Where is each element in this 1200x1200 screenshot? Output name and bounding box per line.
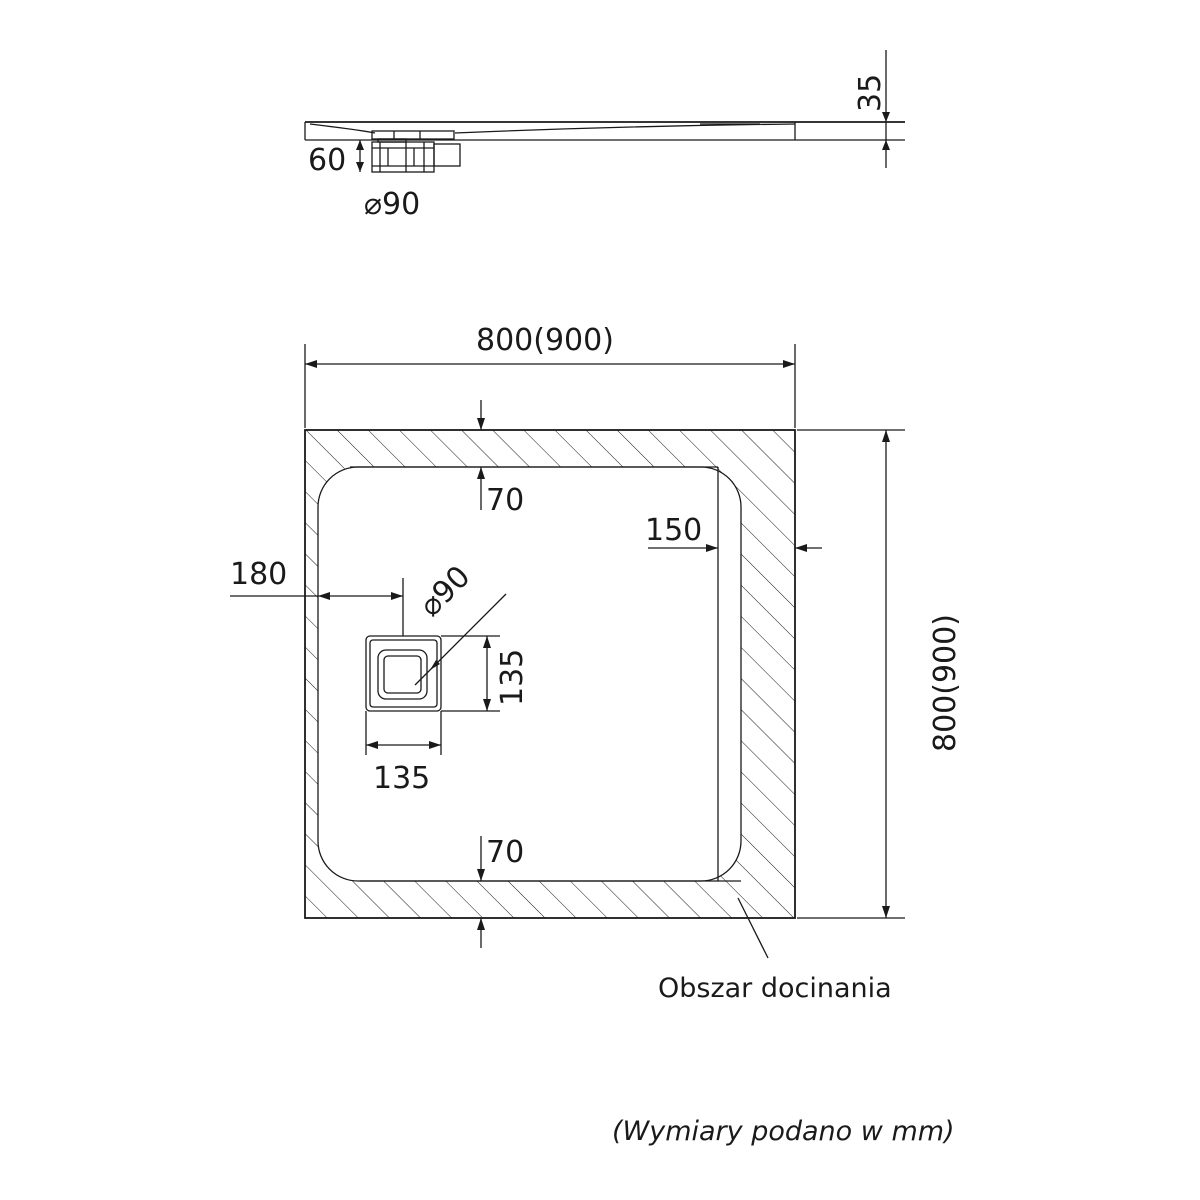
units-footnote: (Wymiary podano w mm)	[612, 1116, 955, 1147]
width-label: 800(900)	[476, 323, 614, 358]
trap-height-label: 60	[308, 143, 346, 178]
cut-area-label: Obszar docinania	[658, 973, 892, 1004]
bottom-margin-label: 70	[486, 835, 524, 870]
trap-diameter-label: ⌀90	[364, 187, 420, 222]
top-margin-label: 70	[486, 483, 524, 518]
drain-trap-profile	[371, 130, 461, 173]
depth-label: 800(900)	[928, 614, 963, 752]
top-view: 800(900) 800(900) 70 70 150	[230, 323, 963, 1004]
drain-width-label: 135	[373, 761, 430, 796]
right-margin-label: 150	[645, 513, 702, 548]
tray-height-label: 35	[853, 74, 888, 112]
drain-offset-label: 180	[230, 557, 287, 592]
side-view: 60 ⌀90 35	[304, 50, 905, 222]
drain-height-label: 135	[495, 649, 530, 706]
